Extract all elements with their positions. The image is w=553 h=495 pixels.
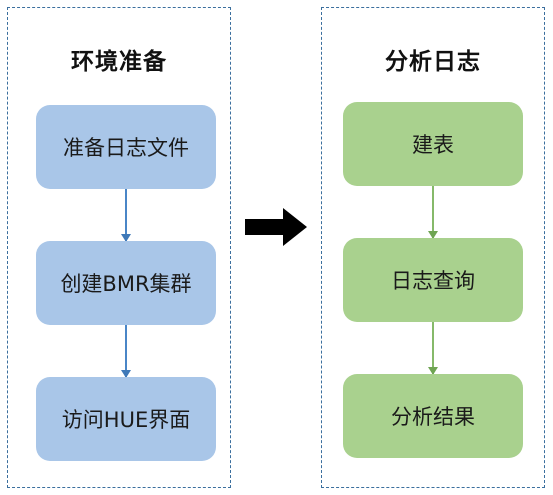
- left-connector-arrow-2: [121, 325, 131, 378]
- right-connector-arrow-2: [428, 322, 438, 375]
- step-label: 访问HUE界面: [61, 408, 191, 432]
- left-connector-arrow-1: [121, 189, 131, 242]
- step-label: 准备日志文件: [63, 136, 189, 160]
- step-label: 分析结果: [391, 405, 475, 429]
- environment-prep-group: 环境准备 准备日志文件 创建BMR集群 访问HUE界面: [7, 7, 231, 488]
- step-log-query: 日志查询: [343, 238, 523, 322]
- step-label: 日志查询: [391, 269, 475, 293]
- analyze-logs-group: 分析日志 建表 日志查询 分析结果: [321, 7, 545, 488]
- step-analysis-results: 分析结果: [343, 374, 523, 458]
- step-label: 创建BMR集群: [60, 272, 192, 296]
- step-label: 建表: [412, 133, 454, 157]
- step-create-table: 建表: [343, 102, 523, 186]
- right-arrow-icon: [245, 208, 307, 246]
- analyze-logs-title: 分析日志: [385, 49, 481, 75]
- right-connector-arrow-1: [428, 186, 438, 239]
- step-access-hue-ui: 访问HUE界面: [36, 377, 216, 461]
- step-prepare-log-files: 准备日志文件: [36, 105, 216, 189]
- step-create-bmr-cluster: 创建BMR集群: [36, 241, 216, 325]
- environment-prep-title: 环境准备: [71, 49, 167, 75]
